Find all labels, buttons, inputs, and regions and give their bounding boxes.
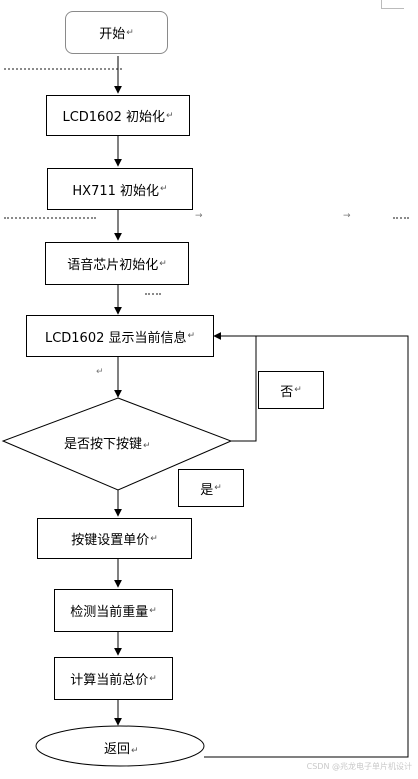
return-text: 返回 — [104, 742, 131, 757]
dotted-guide-line-4 — [145, 293, 161, 295]
hx711-init-label: HX711 初始化 — [72, 183, 160, 199]
watermark: CSDN @兆龙电子单片机设计 — [306, 762, 412, 771]
para-mark: ↵ — [166, 110, 174, 121]
calc-total-node: 计算当前总价↵ — [54, 657, 173, 700]
para-mark: ↵ — [143, 441, 151, 451]
start-node: 开始↵ — [65, 11, 168, 54]
return-ellipse — [35, 725, 205, 767]
para-mark: ↵ — [160, 184, 168, 194]
measure-weight-label: 检测当前重量 — [70, 605, 149, 620]
voice-init-label: 语音芯片初始化 — [67, 258, 159, 273]
arrow-mark-2: → — [343, 211, 351, 221]
dotted-guide-line-1 — [4, 68, 122, 70]
lcd-init-node: LCD1602 初始化↵ — [46, 95, 190, 136]
dotted-guide-line-2 — [4, 217, 96, 219]
return-label: 返回↵ — [104, 738, 139, 757]
para-mark-standalone: ↵ — [96, 367, 104, 377]
start-label: 开始 — [99, 27, 126, 42]
para-mark: ↵ — [131, 746, 139, 756]
branch-no-text: 否 — [280, 384, 294, 400]
lcd-init-label: LCD1602 初始化 — [62, 110, 165, 125]
calc-total-label: 计算当前总价 — [70, 673, 149, 688]
arrow-return-loop — [204, 335, 409, 758]
lcd-display-label: LCD1602 显示当前信息 — [44, 330, 187, 346]
lcd-display-node: LCD1602 显示当前信息↵ — [26, 315, 214, 357]
set-price-label: 按键设置单价 — [71, 533, 150, 548]
branch-yes-label: 是↵ — [178, 469, 244, 507]
measure-weight-node: 检测当前重量↵ — [54, 589, 173, 632]
branch-no-label: 否↵ — [258, 371, 324, 409]
decision-label: 是否按下按键↵ — [64, 433, 151, 452]
arrow-mark-1: → — [195, 211, 203, 221]
decision-text: 是否按下按键 — [64, 437, 143, 452]
para-mark: ↵ — [149, 605, 157, 616]
para-mark: ↵ — [149, 673, 157, 684]
dotted-guide-line-3 — [393, 217, 409, 219]
branch-yes-text: 是 — [200, 482, 214, 498]
para-mark: ↵ — [187, 331, 196, 341]
page-corner-mark — [381, 0, 404, 9]
set-price-node: 按键设置单价↵ — [37, 518, 192, 559]
para-mark: ↵ — [150, 533, 158, 544]
arrow-no-loop — [213, 332, 257, 442]
voice-init-node: 语音芯片初始化↵ — [45, 242, 189, 285]
para-mark: ↵ — [159, 258, 167, 269]
hx711-init-node: HX711 初始化↵ — [47, 168, 193, 210]
para-mark: ↵ — [294, 385, 302, 395]
para-mark: ↵ — [126, 27, 134, 38]
para-mark: ↵ — [214, 483, 222, 493]
